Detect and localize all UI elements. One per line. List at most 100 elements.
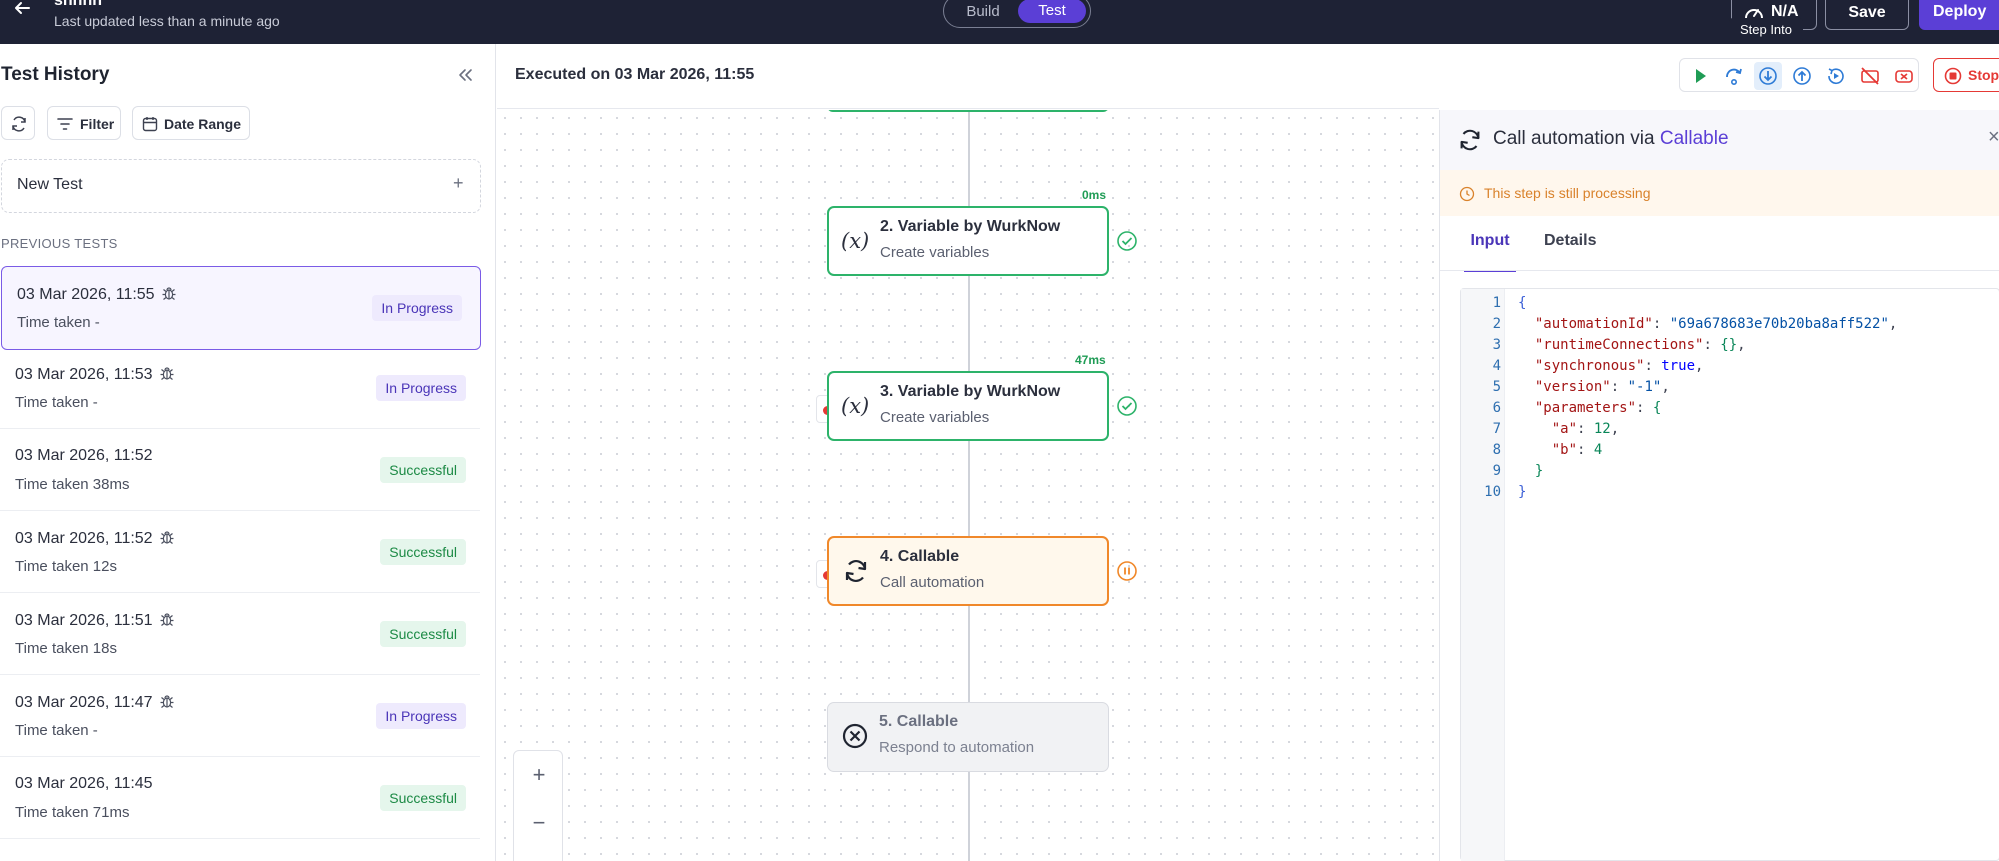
calendar-icon xyxy=(142,117,158,132)
collapse-chevrons-icon[interactable] xyxy=(456,66,476,84)
test-date-text: 03 Mar 2026, 11:52 xyxy=(15,447,153,464)
synchronous-value: true xyxy=(1661,358,1696,374)
processing-text: This step is still processing xyxy=(1484,185,1651,201)
node-title: 3. Variable by WurkNow xyxy=(880,383,1061,400)
refresh-icon xyxy=(845,560,867,582)
date-range-button[interactable]: Date Range xyxy=(132,106,250,140)
previous-node-edge xyxy=(827,110,1109,112)
new-test-button[interactable]: New Test + xyxy=(1,159,481,213)
line-number: 10 xyxy=(1484,484,1501,500)
stop-button[interactable]: Stop xyxy=(1933,58,1999,92)
zoom-out-button[interactable]: − xyxy=(532,810,546,835)
refresh-icon xyxy=(1460,129,1480,151)
node-title: 2. Variable by WurkNow xyxy=(880,218,1061,235)
code-line: "version": "-1", xyxy=(1534,379,1670,395)
test-date: 03 Mar 2026, 11:52 xyxy=(15,447,153,465)
clear-breakpoints-icon[interactable] xyxy=(1890,62,1918,90)
variable-icon: (x) xyxy=(841,229,870,253)
deploy-button[interactable]: Deploy xyxy=(1919,0,1999,30)
top-bar: shnnn Last updated less than a minute ag… xyxy=(0,0,1999,44)
build-mode-tab[interactable]: Build xyxy=(966,3,1000,20)
test-date-text: 03 Mar 2026, 11:52 xyxy=(15,530,153,547)
step-into-tooltip: Step Into xyxy=(1729,18,1803,42)
gauge-icon xyxy=(1745,9,1763,19)
step-into-icon[interactable] xyxy=(1754,62,1782,90)
close-icon[interactable]: × xyxy=(1988,126,1999,148)
details-title-prefix: Call automation via xyxy=(1493,128,1660,149)
tab-details[interactable]: Details xyxy=(1544,232,1597,249)
node-duration: 0ms xyxy=(1082,188,1107,202)
node-title: 5. Callable xyxy=(879,713,959,730)
version-value: -1 xyxy=(1636,379,1653,395)
flow-canvas[interactable]: 0ms (x) 2. Variable by WurkNow Create va… xyxy=(497,110,1439,861)
play-icon[interactable] xyxy=(1686,62,1714,90)
status-badge: Successful xyxy=(380,539,466,565)
code-line: } xyxy=(1518,484,1527,500)
last-updated-text: Last updated less than a minute ago xyxy=(54,13,280,29)
code-line: } xyxy=(1534,463,1544,479)
filter-button[interactable]: Filter xyxy=(47,106,121,140)
step-over-icon[interactable] xyxy=(1720,62,1748,90)
details-header: Call automation via Callable × xyxy=(1440,110,1999,170)
time-taken: Time taken 71ms xyxy=(15,804,130,821)
node-duration: 47ms xyxy=(1075,353,1106,367)
filter-label: Filter xyxy=(80,116,115,132)
test-mode-tab[interactable]: Test xyxy=(1018,0,1086,23)
bug-icon xyxy=(159,611,175,627)
tab-input[interactable]: Input xyxy=(1464,232,1516,272)
flow-node-variable-2[interactable]: (x) 2. Variable by WurkNow Create variab… xyxy=(827,206,1109,276)
code-line: "automationId": "69a678683e70b20ba8aff52… xyxy=(1534,316,1898,332)
test-date: 03 Mar 2026, 11:53 xyxy=(15,365,175,384)
param-b-value: 4 xyxy=(1593,442,1603,458)
test-date-text: 03 Mar 2026, 11:55 xyxy=(17,286,155,303)
variable-icon: (x) xyxy=(841,394,870,418)
disable-breakpoints-icon[interactable] xyxy=(1856,62,1884,90)
debug-toolbar xyxy=(1679,58,1919,92)
test-date-text: 03 Mar 2026, 11:47 xyxy=(15,694,153,711)
status-badge: In Progress xyxy=(376,703,466,729)
time-taken: Time taken 18s xyxy=(15,640,117,657)
test-date: 03 Mar 2026, 11:45 xyxy=(15,775,153,793)
line-number: 5 xyxy=(1492,379,1501,395)
bug-icon xyxy=(159,529,175,545)
runtime-connections-value: {} xyxy=(1720,337,1738,353)
clock-icon xyxy=(1459,186,1475,202)
restart-icon[interactable] xyxy=(1822,62,1850,90)
flow-node-callable-4[interactable]: 4. Callable Call automation xyxy=(827,536,1109,606)
zoom-in-button[interactable]: + xyxy=(532,762,546,787)
line-number: 9 xyxy=(1492,463,1501,479)
test-history-title: Test History xyxy=(1,64,110,85)
line-number: 7 xyxy=(1492,421,1501,437)
code-line: "a": 12, xyxy=(1551,421,1620,437)
status-badge: In Progress xyxy=(376,375,466,401)
json-code-editor[interactable]: 1 2 3 4 5 6 7 8 9 10 { "automationId": "… xyxy=(1460,288,1999,861)
canvas-header: Executed on 03 Mar 2026, 11:55 xyxy=(497,44,1439,109)
back-arrow-icon[interactable] xyxy=(12,0,40,20)
automation-id-value: 69a678683e70b20ba8aff522 xyxy=(1678,316,1881,332)
details-title-accent: Callable xyxy=(1659,128,1729,149)
param-a-value: 12 xyxy=(1593,421,1611,437)
flow-node-variable-3[interactable]: (x) 3. Variable by WurkNow Create variab… xyxy=(827,371,1109,441)
save-button[interactable]: Save xyxy=(1825,0,1909,30)
code-line: "runtimeConnections": {}, xyxy=(1534,337,1746,353)
code-line: "b": 4 xyxy=(1551,442,1603,458)
node-subtitle: Respond to automation xyxy=(879,739,1035,756)
bug-icon xyxy=(159,365,175,381)
test-date-text: 03 Mar 2026, 11:51 xyxy=(15,612,153,629)
new-test-label: New Test xyxy=(17,176,83,193)
stop-icon xyxy=(1944,67,1962,85)
plus-icon: + xyxy=(453,173,464,193)
zoom-controls: + − xyxy=(513,750,563,861)
step-out-icon[interactable] xyxy=(1788,62,1816,90)
flow-node-callable-5[interactable]: 5. Callable Respond to automation xyxy=(827,702,1109,772)
status-badge: Successful xyxy=(380,457,466,483)
refresh-button[interactable] xyxy=(1,106,35,140)
previous-tests-heading: PREVIOUS TESTS xyxy=(1,236,118,251)
